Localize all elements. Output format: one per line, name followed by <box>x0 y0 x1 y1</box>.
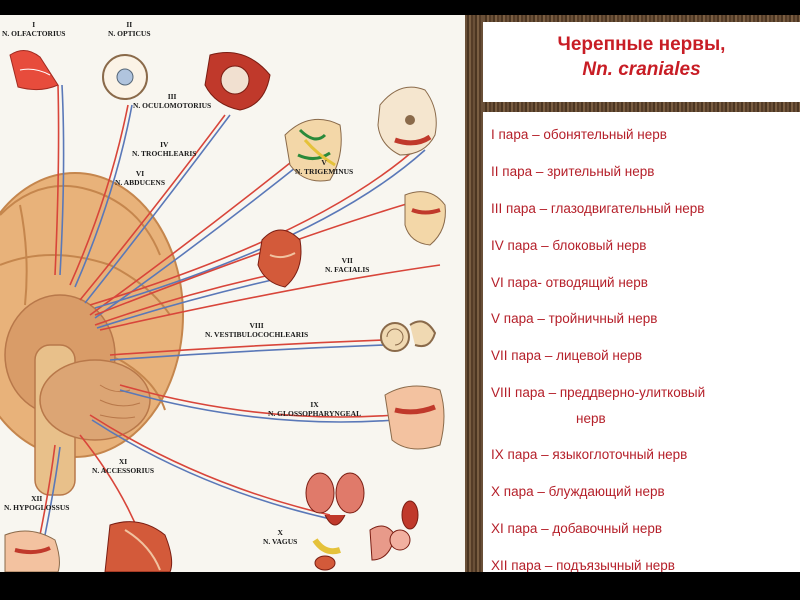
eye-illustration <box>102 54 148 100</box>
label-glossopharyngeal-number: IX <box>310 400 319 409</box>
neck-muscles-illustration <box>104 521 173 572</box>
nerve-list-item: VI пара- отводящий нерв <box>491 275 648 290</box>
label-abducens-name: N. ABDUCENS <box>115 178 166 187</box>
nerve-list-panel: I пара – обонятельный нерв II пара – зри… <box>483 112 800 572</box>
nerve-list-item: II пара – зрительный нерв <box>491 164 655 179</box>
label-abducens-number: VI <box>135 169 145 178</box>
nerve-list-item-continuation: нерв <box>576 411 606 426</box>
label-opticus-number: II <box>126 20 133 29</box>
label-olfactorius-number: I <box>32 20 36 29</box>
label-glossopharyngeal: IX N. GLOSSOPHARYNGEAL <box>268 400 361 418</box>
label-vagus-number: X <box>277 528 283 537</box>
skull-illustration <box>377 86 437 156</box>
label-opticus: II N. OPTICUS <box>108 20 151 38</box>
label-glossopharyngeal-name: N. GLOSSOPHARYNGEAL <box>268 409 362 418</box>
label-oculomotorius: III N. OCULOMOTORIUS <box>133 92 211 110</box>
wood-border <box>465 15 483 572</box>
label-accessorius: XI N. ACCESSORIUS <box>92 457 154 475</box>
label-hypoglossus: XII N. HYPOGLOSSUS <box>4 494 69 512</box>
nerve-list-item: V пара – тройничный нерв <box>491 311 658 326</box>
label-accessorius-name: N. ACCESSORIUS <box>92 466 155 475</box>
nerve-list-item: III пара – глазодвигательный нерв <box>491 201 705 216</box>
slide-title: Черепные нервы, <box>557 34 726 55</box>
title-panel: Черепные нервы, Nn. craniales <box>483 22 800 102</box>
nerve-list-item: XI пара – добавочный нерв <box>491 521 663 536</box>
label-facialis-number: VII <box>341 256 353 265</box>
cranial-nerves-illustration: I N. OLFACTORIUS II N. OPTICUS III N. OC… <box>0 15 465 572</box>
slide: I N. OLFACTORIUS II N. OPTICUS III N. OC… <box>0 15 800 572</box>
head-section-illustration <box>404 191 446 246</box>
nose-illustration <box>9 50 59 91</box>
throat-section-illustration <box>384 385 445 450</box>
label-trochlearis-number: IV <box>160 140 169 149</box>
label-opticus-name: N. OPTICUS <box>108 29 151 38</box>
facial-muscles-illustration <box>257 229 302 288</box>
nerve-list-item: VIII пара – преддверно-улитковый <box>491 385 706 400</box>
label-oculomotorius-name: N. OCULOMOTORIUS <box>133 101 212 110</box>
label-vestibulocochlearis: VIII N. VESTIBULOCOCHLEARIS <box>205 321 308 339</box>
slide-subtitle: Nn. craniales <box>582 59 701 80</box>
label-facialis-name: N. FACIALIS <box>325 265 370 274</box>
label-trochlearis: IV N. TROCHLEARIS <box>132 140 196 158</box>
label-oculomotorius-number: III <box>167 92 177 101</box>
internal-organs-illustration <box>305 472 419 571</box>
label-accessorius-number: XI <box>118 457 128 466</box>
trigeminus-face-illustration <box>284 118 342 182</box>
label-vestibulocochlearis-name: N. VESTIBULOCOCHLEARIS <box>205 330 309 339</box>
label-trigeminus-number: V <box>321 158 327 167</box>
label-hypoglossus-number: XII <box>31 494 43 503</box>
tongue-neck-illustration <box>4 530 60 572</box>
inner-ear-illustration <box>380 320 437 352</box>
anatomy-drawing <box>0 50 446 572</box>
nerve-list-item: IV пара – блоковый нерв <box>491 238 647 253</box>
nerve-list-item: I пара – обонятельный нерв <box>491 127 667 142</box>
label-trigeminus: V N. TRIGEMINUS <box>295 158 353 176</box>
label-trochlearis-name: N. TROCHLEARIS <box>132 149 197 158</box>
label-vestibulocochlearis-number: VIII <box>249 321 264 330</box>
nerve-paths <box>39 84 441 536</box>
label-olfactorius-name: N. OLFACTORIUS <box>2 29 66 38</box>
nerve-list-item: X пара – блуждающий нерв <box>491 484 665 499</box>
label-trigeminus-name: N. TRIGEMINUS <box>295 167 354 176</box>
label-vagus-name: N. VAGUS <box>263 537 298 546</box>
label-olfactorius: I N. OLFACTORIUS <box>2 20 65 38</box>
label-hypoglossus-name: N. HYPOGLOSSUS <box>4 503 70 512</box>
label-facialis: VII N. FACIALIS <box>325 256 369 274</box>
nerve-list-item: VII пара – лицевой нерв <box>491 348 643 363</box>
label-abducens: VI N. ABDUCENS <box>115 169 165 187</box>
label-vagus: X N. VAGUS <box>263 528 297 546</box>
nerve-list-item: XII пара – подъязычный нерв <box>491 558 675 572</box>
brain-illustration <box>0 172 184 496</box>
eye-muscles-illustration <box>204 52 271 111</box>
nerve-list-item: IX пара – языкоглоточный нерв <box>491 447 688 462</box>
